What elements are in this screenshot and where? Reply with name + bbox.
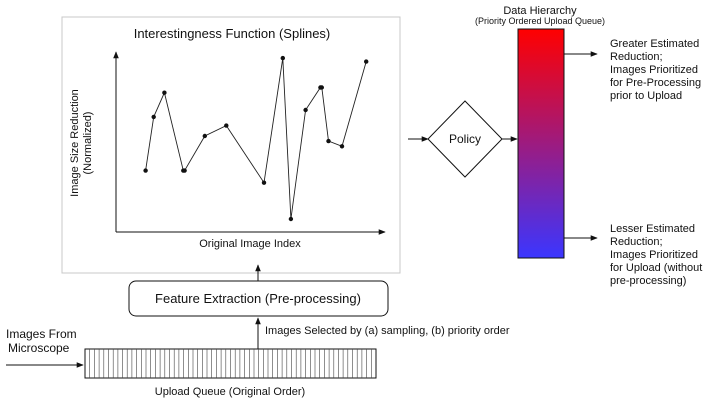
data-point bbox=[288, 216, 294, 222]
queue-slots bbox=[89, 349, 372, 378]
chart-title: Interestingness Function (Splines) bbox=[134, 26, 331, 41]
selection-note: Images Selected by (a) sampling, (b) pri… bbox=[265, 325, 510, 337]
greater-note-line: Greater Estimated bbox=[610, 38, 699, 50]
hierarchy-title: Data Hierarchy bbox=[503, 5, 577, 17]
y-axis-label-line2: (Normalized) bbox=[82, 112, 94, 175]
priority-queue-bar bbox=[517, 28, 565, 259]
upload-queue-label: Upload Queue (Original Order) bbox=[155, 386, 305, 398]
data-point bbox=[143, 168, 148, 173]
spline-plot bbox=[143, 55, 369, 222]
hierarchy-subtitle: (Priority Ordered Upload Queue) bbox=[475, 16, 605, 26]
lesser-note-line: pre-processing) bbox=[610, 275, 686, 287]
y-axis-label: Image Size Reduction (Normalized) bbox=[69, 89, 94, 197]
y-axis-label-line1: Image Size Reduction bbox=[69, 89, 81, 197]
policy-label: Policy bbox=[449, 132, 481, 146]
feature-extraction-box bbox=[128, 280, 389, 317]
lesser-note-line: Lesser Estimated bbox=[610, 223, 695, 235]
lesser-note-line: for Upload (without bbox=[610, 262, 702, 274]
data-point bbox=[162, 90, 167, 95]
data-point bbox=[364, 59, 369, 64]
greater-note: Greater Estimated Reduction; Images Prio… bbox=[610, 38, 701, 102]
greater-note-line: prior to Upload bbox=[610, 90, 682, 102]
data-point bbox=[151, 114, 156, 120]
series-line bbox=[145, 58, 367, 220]
policy-diamond bbox=[427, 100, 503, 178]
greater-note-line: for Pre-Processing bbox=[610, 77, 701, 89]
data-point bbox=[303, 107, 308, 113]
data-point bbox=[339, 144, 345, 149]
data-point bbox=[224, 123, 229, 128]
feature-extraction-label: Feature Extraction (Pre-processing) bbox=[155, 291, 361, 306]
input-label-line1: Images From bbox=[6, 327, 77, 341]
lesser-note-line: Reduction; bbox=[610, 236, 663, 248]
chart-panel bbox=[61, 16, 401, 274]
greater-note-line: Reduction; bbox=[610, 51, 663, 63]
data-point bbox=[261, 180, 267, 185]
data-point bbox=[326, 138, 331, 144]
x-axis-label: Original Image Index bbox=[199, 238, 301, 250]
lesser-note: Lesser Estimated Reduction; Images Prior… bbox=[610, 223, 702, 287]
greater-note-line: Images Prioritized bbox=[610, 64, 698, 76]
data-point bbox=[182, 168, 187, 173]
data-point bbox=[319, 85, 324, 90]
input-label-line2: Microscope bbox=[8, 341, 70, 355]
data-point bbox=[280, 55, 285, 61]
data-point bbox=[202, 133, 207, 139]
lesser-note-line: Images Prioritized bbox=[610, 249, 698, 261]
